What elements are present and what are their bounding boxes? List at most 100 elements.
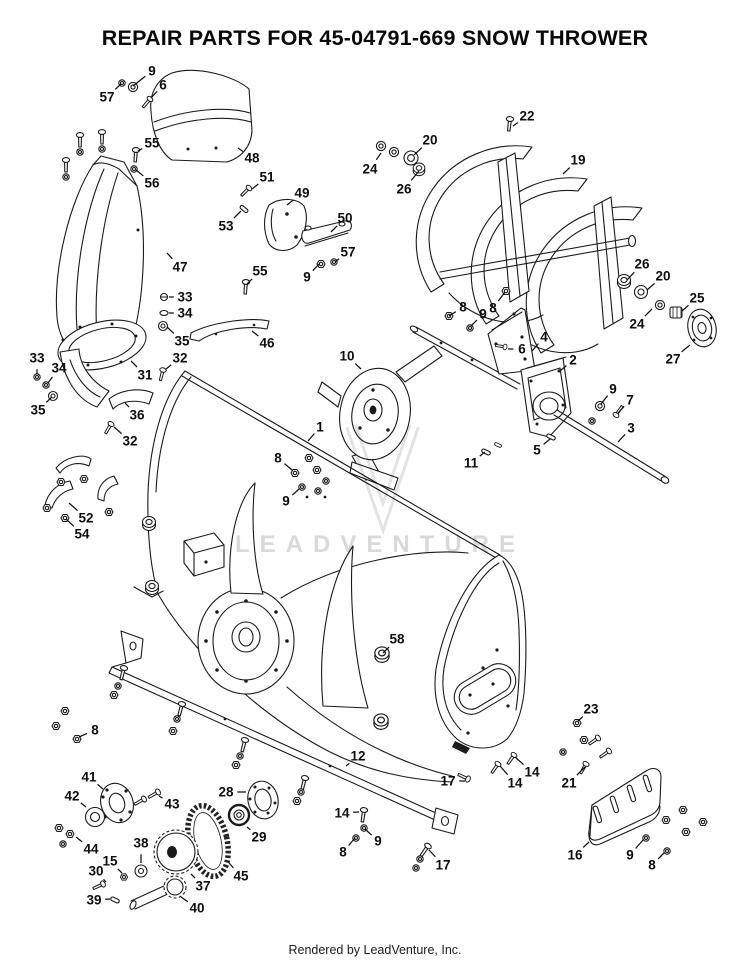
callout-48: 48	[237, 147, 260, 166]
callout-2: 2	[559, 353, 577, 372]
callout-10: 10	[339, 349, 362, 370]
callout-3: 3	[617, 421, 635, 443]
svg-text:30: 30	[88, 864, 103, 879]
callout-21: 21	[561, 766, 586, 791]
svg-text:23: 23	[583, 702, 599, 717]
svg-text:17: 17	[435, 858, 450, 873]
callout-17: 17	[428, 849, 451, 873]
callout-55: 55	[246, 264, 268, 285]
callout-25: 25	[681, 291, 705, 312]
part-27-pulley-hardware-drawing	[375, 115, 717, 348]
part-16-skid-plate-drawing	[559, 718, 708, 855]
callout-1: 1	[307, 420, 324, 442]
callout-19: 19	[562, 153, 586, 175]
callout-9: 9	[626, 839, 644, 863]
svg-text:46: 46	[259, 336, 275, 351]
callout-9: 9	[364, 828, 382, 849]
svg-text:41: 41	[81, 770, 97, 785]
svg-text:34: 34	[51, 361, 67, 376]
svg-text:45: 45	[233, 869, 249, 884]
callout-14: 14	[334, 806, 360, 821]
svg-text:36: 36	[129, 408, 145, 423]
callout-49: 49	[286, 186, 310, 206]
callout-20: 20	[413, 133, 438, 156]
callout-16: 16	[567, 841, 590, 863]
callout-8: 8	[274, 451, 293, 471]
callout-4: 4	[531, 330, 548, 352]
callout-24: 24	[629, 308, 653, 332]
callout-6: 6	[508, 342, 526, 357]
svg-text:37: 37	[195, 879, 210, 894]
svg-text:33: 33	[177, 290, 193, 305]
svg-text:21: 21	[561, 776, 577, 791]
callout-28: 28	[218, 785, 246, 800]
svg-text:38: 38	[133, 836, 149, 851]
svg-text:9: 9	[303, 270, 311, 285]
svg-text:9: 9	[609, 382, 617, 397]
callout-40: 40	[180, 896, 205, 916]
svg-text:58: 58	[389, 632, 405, 647]
svg-text:53: 53	[218, 219, 234, 234]
callout-32: 32	[113, 426, 138, 449]
callout-8: 8	[339, 837, 356, 860]
callout-15: 15	[102, 854, 123, 874]
callout-9: 9	[132, 64, 156, 87]
callout-33: 33	[29, 351, 45, 374]
part-19-auger-drawing	[415, 145, 643, 354]
callout-47: 47	[166, 252, 188, 275]
svg-text:6: 6	[518, 342, 526, 357]
callout-27: 27	[665, 344, 691, 367]
svg-text:20: 20	[422, 133, 437, 148]
svg-text:10: 10	[339, 349, 354, 364]
callout-17: 17	[440, 774, 465, 789]
callout-34: 34	[47, 361, 67, 384]
svg-text:54: 54	[74, 527, 90, 542]
callout-57: 57	[334, 245, 356, 263]
svg-text:8: 8	[648, 858, 656, 873]
svg-text:52: 52	[78, 511, 93, 526]
part-2-gearbox-drawing	[409, 286, 670, 484]
svg-text:9: 9	[374, 834, 382, 849]
callout-8: 8	[489, 291, 506, 316]
svg-text:24: 24	[629, 317, 645, 332]
svg-text:14: 14	[507, 776, 523, 791]
svg-text:47: 47	[172, 260, 187, 275]
part-47-chute-drawing	[55, 155, 352, 410]
part-1-housing-drawing	[133, 370, 527, 783]
svg-text:50: 50	[337, 211, 352, 226]
callout-51: 51	[251, 170, 275, 190]
svg-text:22: 22	[519, 109, 534, 124]
svg-text:8: 8	[489, 301, 497, 316]
svg-text:26: 26	[634, 257, 650, 272]
svg-text:14: 14	[524, 765, 540, 780]
callout-14: 14	[514, 756, 540, 780]
callout-50: 50	[330, 211, 353, 233]
svg-text:8: 8	[91, 723, 99, 738]
svg-text:1: 1	[316, 420, 324, 435]
callout-11: 11	[464, 451, 486, 471]
callout-32: 32	[165, 351, 188, 370]
callout-35: 35	[166, 326, 190, 349]
callout-30: 30	[88, 864, 107, 883]
callout-34: 34	[169, 306, 193, 321]
svg-text:3: 3	[627, 421, 635, 436]
callout-29: 29	[246, 826, 267, 845]
svg-text:9: 9	[626, 848, 634, 863]
callout-7: 7	[617, 393, 634, 414]
callout-35: 35	[30, 396, 53, 418]
svg-text:35: 35	[30, 403, 46, 418]
svg-text:43: 43	[164, 797, 180, 812]
hardware-top-left	[33, 79, 338, 436]
callout-43: 43	[158, 795, 180, 812]
part-45-chain-drive-drawing	[51, 706, 279, 910]
callout-24: 24	[362, 152, 382, 177]
callout-54: 54	[65, 518, 90, 542]
callout-36: 36	[124, 402, 145, 423]
watermark-text: LEADVENTURE	[235, 531, 525, 558]
svg-text:55: 55	[252, 264, 268, 279]
callout-12: 12	[345, 749, 366, 767]
svg-text:8: 8	[339, 845, 347, 860]
callout-20: 20	[646, 269, 671, 291]
